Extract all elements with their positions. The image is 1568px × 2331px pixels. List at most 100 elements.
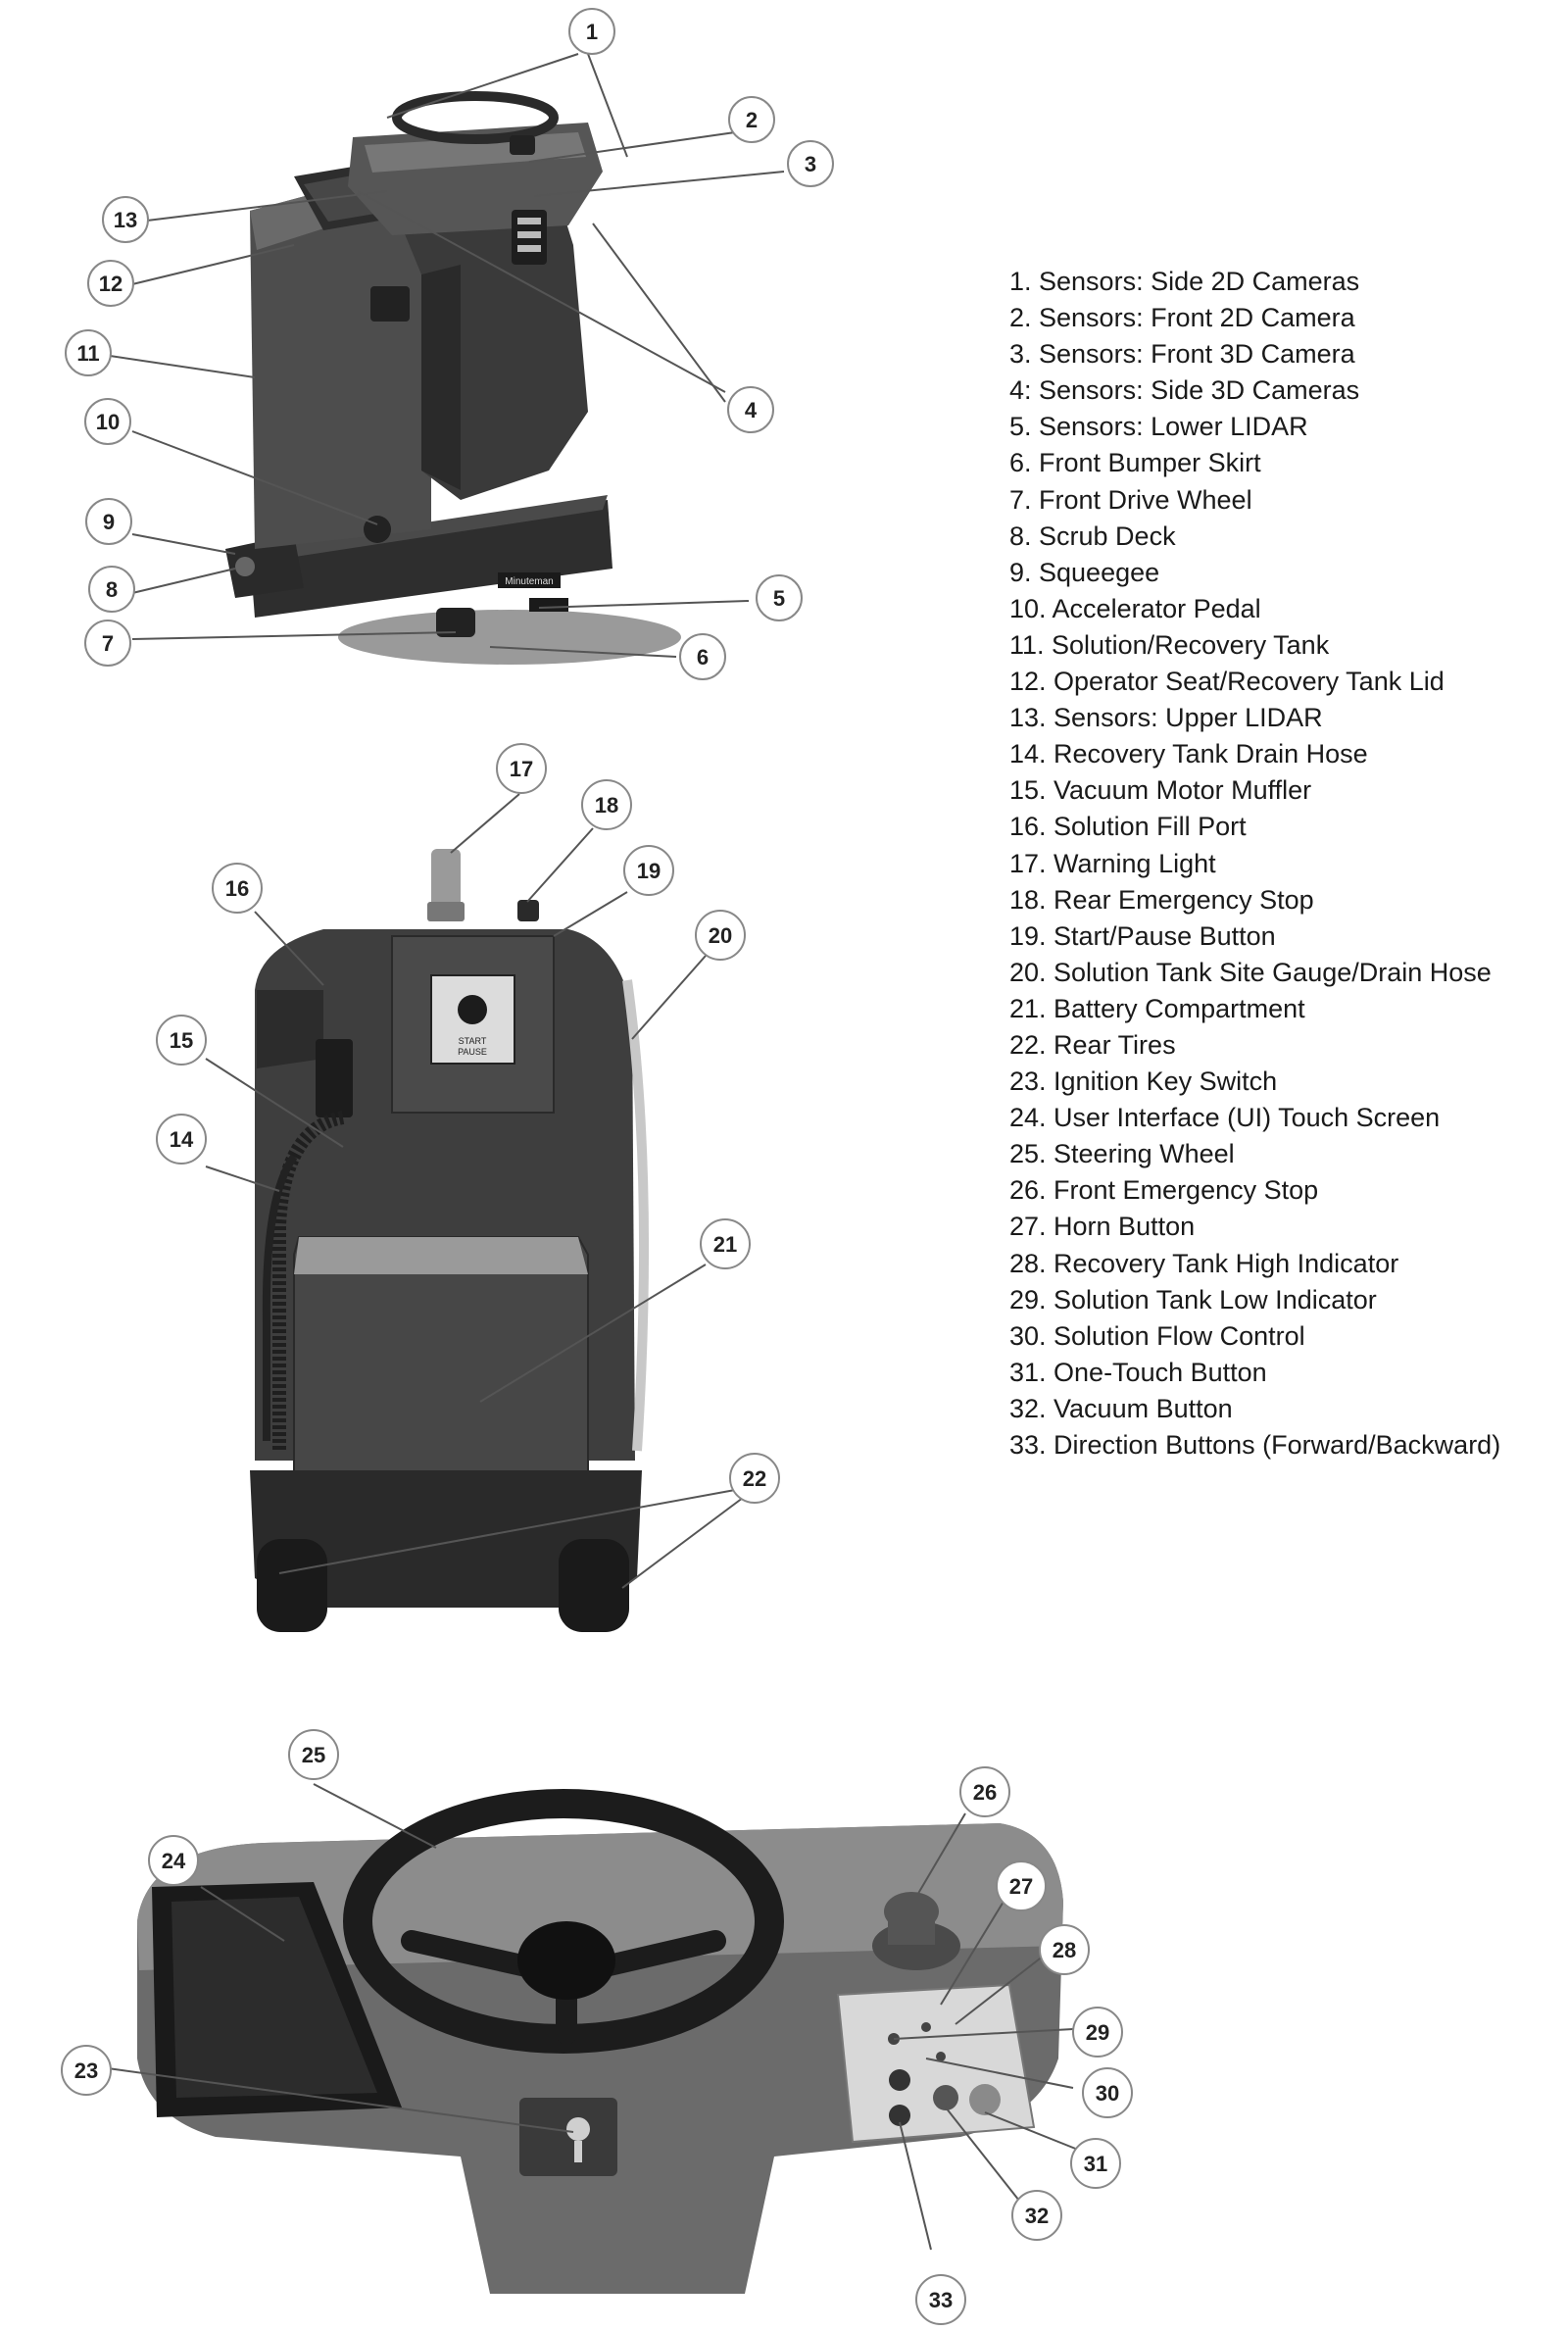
legend-item: 30. Solution Flow Control <box>1009 1318 1558 1355</box>
callout-7: 7 <box>85 620 130 666</box>
parts-legend: 1. Sensors: Side 2D Cameras 2. Sensors: … <box>1009 264 1558 1463</box>
callout-29: 29 <box>1073 2008 1122 2057</box>
legend-item: 12. Operator Seat/Recovery Tank Lid <box>1009 664 1558 700</box>
svg-text:12: 12 <box>99 272 122 296</box>
callout-8: 8 <box>89 567 134 612</box>
callout-23: 23 <box>62 2046 111 2095</box>
callout-3: 3 <box>788 141 833 186</box>
svg-text:28: 28 <box>1053 1938 1076 1962</box>
callout-15: 15 <box>157 1016 206 1065</box>
callout-24: 24 <box>149 1836 198 1885</box>
legend-item: 23. Ignition Key Switch <box>1009 1064 1558 1100</box>
legend-item: 5. Sensors: Lower LIDAR <box>1009 409 1558 445</box>
legend-item: 10. Accelerator Pedal <box>1009 591 1558 627</box>
start-label: START <box>459 1036 487 1046</box>
callout-10: 10 <box>85 399 130 444</box>
callout-21: 21 <box>701 1219 750 1268</box>
legend-item: 27. Horn Button <box>1009 1209 1558 1245</box>
legend-item: 1. Sensors: Side 2D Cameras <box>1009 264 1558 300</box>
front-view-illustration: Minuteman <box>225 96 681 665</box>
svg-text:22: 22 <box>743 1466 766 1491</box>
legend-item: 2. Sensors: Front 2D Camera <box>1009 300 1558 336</box>
callout-22: 22 <box>730 1454 779 1503</box>
callout-25: 25 <box>289 1730 338 1779</box>
callout-13: 13 <box>103 197 148 242</box>
legend-item: 26. Front Emergency Stop <box>1009 1172 1558 1209</box>
legend-item: 22. Rear Tires <box>1009 1027 1558 1064</box>
pause-label: PAUSE <box>458 1047 487 1057</box>
svg-text:18: 18 <box>595 793 618 818</box>
callout-19: 19 <box>624 846 673 895</box>
svg-text:5: 5 <box>773 586 785 611</box>
legend-item: 13. Sensors: Upper LIDAR <box>1009 700 1558 736</box>
legend-item: 28. Recovery Tank High Indicator <box>1009 1246 1558 1282</box>
svg-text:21: 21 <box>713 1232 737 1257</box>
svg-text:20: 20 <box>709 923 732 948</box>
legend-item: 32. Vacuum Button <box>1009 1391 1558 1427</box>
callout-28: 28 <box>1040 1925 1089 1974</box>
svg-text:13: 13 <box>114 208 137 232</box>
legend-item: 33. Direction Buttons (Forward/Backward) <box>1009 1427 1558 1463</box>
legend-item: 16. Solution Fill Port <box>1009 809 1558 845</box>
legend-item: 15. Vacuum Motor Muffler <box>1009 772 1558 809</box>
callout-14: 14 <box>157 1115 206 1164</box>
legend-item: 8. Scrub Deck <box>1009 519 1558 555</box>
callout-5: 5 <box>757 575 802 620</box>
svg-text:3: 3 <box>805 152 816 176</box>
svg-text:32: 32 <box>1025 2204 1049 2228</box>
legend-item: 21. Battery Compartment <box>1009 991 1558 1027</box>
svg-text:7: 7 <box>102 631 114 656</box>
legend-item: 9. Squeegee <box>1009 555 1558 591</box>
legend-item: 31. One-Touch Button <box>1009 1355 1558 1391</box>
legend-item: 25. Steering Wheel <box>1009 1136 1558 1172</box>
svg-text:27: 27 <box>1009 1874 1033 1899</box>
callout-11: 11 <box>66 330 111 375</box>
callout-32: 32 <box>1012 2191 1061 2240</box>
callout-12: 12 <box>88 261 133 306</box>
svg-text:33: 33 <box>929 2288 953 2312</box>
legend-item: 14. Recovery Tank Drain Hose <box>1009 736 1558 772</box>
svg-text:25: 25 <box>302 1743 325 1767</box>
legend-item: 4: Sensors: Side 3D Cameras <box>1009 372 1558 409</box>
legend-item: 7. Front Drive Wheel <box>1009 482 1558 519</box>
callout-16: 16 <box>213 864 262 913</box>
callout-4: 4 <box>728 387 773 432</box>
legend-item: 17. Warning Light <box>1009 846 1558 882</box>
callout-20: 20 <box>696 911 745 960</box>
svg-text:24: 24 <box>162 1849 186 1873</box>
svg-text:16: 16 <box>225 876 249 901</box>
callout-27: 27 <box>997 1861 1046 1910</box>
legend-item: 29. Solution Tank Low Indicator <box>1009 1282 1558 1318</box>
callout-17: 17 <box>497 744 546 793</box>
callout-33: 33 <box>916 2275 965 2324</box>
svg-text:15: 15 <box>170 1028 193 1053</box>
legend-item: 20. Solution Tank Site Gauge/Drain Hose <box>1009 955 1558 991</box>
svg-text:14: 14 <box>170 1127 194 1152</box>
svg-text:19: 19 <box>637 859 661 883</box>
svg-text:10: 10 <box>96 410 120 434</box>
svg-text:2: 2 <box>746 108 758 132</box>
legend-item: 24. User Interface (UI) Touch Screen <box>1009 1100 1558 1136</box>
callout-2: 2 <box>729 97 774 142</box>
callout-26: 26 <box>960 1767 1009 1816</box>
callout-31: 31 <box>1071 2139 1120 2188</box>
legend-item: 18. Rear Emergency Stop <box>1009 882 1558 918</box>
svg-text:31: 31 <box>1084 2152 1107 2176</box>
svg-text:11: 11 <box>76 341 99 366</box>
callout-6: 6 <box>680 634 725 679</box>
svg-text:26: 26 <box>973 1780 997 1805</box>
svg-text:1: 1 <box>586 20 598 44</box>
callout-30: 30 <box>1083 2068 1132 2117</box>
legend-item: 3. Sensors: Front 3D Camera <box>1009 336 1558 372</box>
svg-text:4: 4 <box>745 398 758 422</box>
svg-text:29: 29 <box>1086 2020 1109 2045</box>
svg-text:6: 6 <box>697 645 709 670</box>
callout-18: 18 <box>582 780 631 829</box>
svg-text:9: 9 <box>103 510 115 534</box>
svg-text:30: 30 <box>1096 2081 1119 2106</box>
legend-item: 6. Front Bumper Skirt <box>1009 445 1558 481</box>
callout-1: 1 <box>569 9 614 54</box>
callout-9: 9 <box>86 499 131 544</box>
svg-text:23: 23 <box>74 2058 98 2083</box>
rear-view-illustration: START PAUSE <box>250 849 644 1632</box>
